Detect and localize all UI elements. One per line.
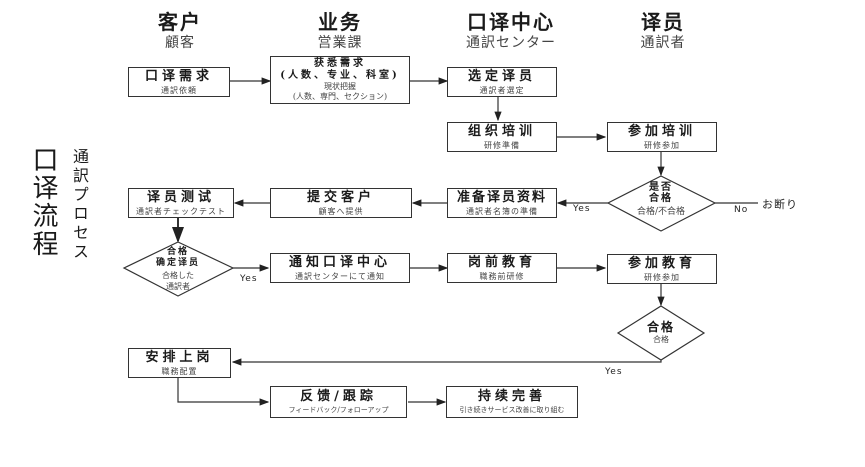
node-pass-zh: 合格 [646, 320, 675, 334]
node-prepare-profile-zh: 准备译员资料 [456, 189, 547, 205]
node-assign-zh: 安排上岗 [145, 349, 214, 365]
node-organize-training: 组织培训 研修準備 [447, 122, 557, 152]
node-request-ja: 通訳依頼 [161, 85, 197, 95]
node-notify-center-ja: 通訳センターにて通知 [295, 271, 385, 281]
node-pre-job-edu-zh: 岗前教育 [467, 254, 536, 270]
node-request: 口译需求 通訳依頼 [128, 67, 230, 97]
node-pass: 合格 合格 [626, 320, 696, 345]
node-submit-client-zh: 提交客户 [306, 189, 375, 205]
node-assess-zh-sub: (人数、专业、科室) [280, 70, 400, 81]
column-sales-zh: 业务 [318, 10, 362, 34]
node-qualify-check: 是否 合格 合格/不合格 [616, 182, 706, 218]
node-pre-job-edu: 岗前教育 職務前研修 [447, 253, 557, 283]
edge-label-yes-prepare: Yes [573, 204, 591, 214]
arrow-assign-to-feedback [177, 376, 270, 406]
process-title-zh: 口译流程 [28, 146, 58, 258]
node-confirm: 合格 确定译员 合格した 通訳者 [138, 247, 218, 292]
edge-label-no: No [734, 205, 749, 215]
node-select: 选定译员 通訳者選定 [447, 67, 557, 97]
node-notify-center: 通知口译中心 通訳センターにて通知 [270, 253, 410, 283]
column-sales-ja: 営業課 [317, 35, 363, 51]
node-feedback-zh: 反馈/跟踪 [300, 388, 377, 404]
column-client: 客户 顧客 [110, 10, 250, 52]
node-pre-job-edu-ja: 職務前研修 [479, 271, 525, 281]
node-organize-training-zh: 组织培训 [467, 123, 536, 139]
column-interpreter-zh: 译员 [641, 10, 685, 34]
column-center: 口译中心 通訳センター [441, 10, 581, 52]
node-attend-training-ja: 研修参加 [644, 140, 680, 150]
node-request-zh: 口译需求 [144, 68, 213, 84]
node-interpreter-test: 译员测试 通訳者チェックテスト [128, 188, 234, 218]
node-select-ja: 通訳者選定 [479, 85, 525, 95]
column-interpreter-ja: 通訳者 [640, 35, 686, 51]
node-pass-ja: 合格 [653, 335, 669, 344]
edge-label-reject: お断り [762, 198, 798, 211]
node-select-zh: 选定译员 [467, 68, 536, 84]
node-improve-zh: 持续完善 [477, 388, 546, 404]
process-title-ja: 通訳プロセス [70, 148, 89, 262]
column-interpreter: 译员 通訳者 [593, 10, 733, 52]
node-confirm-zh2: 确定译员 [155, 258, 200, 268]
column-center-zh: 口译中心 [467, 10, 555, 34]
node-assess: 获悉需求 (人数、专业、科室) 現状把握 (人数、専門、セクション) [270, 56, 410, 104]
node-confirm-zh1: 合格 [166, 247, 189, 257]
edge-label-yes-confirm: Yes [240, 274, 258, 284]
node-submit-client: 提交客户 顧客へ提供 [270, 188, 412, 218]
node-prepare-profile: 准备译员资料 通訳者名簿の準備 [447, 188, 557, 218]
node-assess-ja-sub: (人数、専門、セクション) [292, 92, 388, 101]
node-feedback: 反馈/跟踪 フィードバック/フォローアップ [270, 386, 407, 418]
node-confirm-ja1: 合格した [162, 271, 194, 280]
node-interpreter-test-ja: 通訳者チェックテスト [136, 206, 226, 216]
node-prepare-profile-ja: 通訳者名簿の準備 [466, 206, 538, 216]
node-feedback-ja: フィードバック/フォローアップ [288, 405, 389, 414]
column-center-ja: 通訳センター [466, 35, 556, 51]
edge-label-yes-pass: Yes [605, 367, 623, 377]
column-client-zh: 客户 [158, 10, 202, 34]
node-confirm-ja2: 通訳者 [166, 282, 190, 291]
node-improve: 持续完善 引き続きサービス改善に取り組む [446, 386, 578, 418]
node-assign: 安排上岗 職務配置 [128, 348, 231, 378]
node-interpreter-test-zh: 译员测试 [146, 189, 215, 205]
node-qualify-check-ja: 合格/不合格 [636, 207, 686, 217]
node-notify-center-zh: 通知口译中心 [288, 254, 391, 270]
node-attend-edu-ja: 研修参加 [644, 272, 680, 282]
node-qualify-check-zh1: 是否 [649, 182, 673, 193]
node-attend-edu-zh: 参加教育 [627, 255, 696, 271]
node-qualify-check-zh2: 合格 [649, 193, 673, 204]
node-attend-training: 参加培训 研修参加 [607, 122, 717, 152]
node-assess-ja: 現状把握 [324, 82, 356, 91]
node-attend-training-zh: 参加培训 [627, 123, 696, 139]
column-client-ja: 顧客 [165, 35, 195, 51]
decision-pass [616, 305, 706, 361]
column-sales: 业务 営業課 [270, 10, 410, 52]
node-improve-ja: 引き続きサービス改善に取り組む [459, 405, 565, 414]
node-attend-edu: 参加教育 研修参加 [607, 254, 717, 284]
decision-confirm [122, 241, 235, 297]
decision-qualify-check [606, 175, 717, 232]
node-organize-training-ja: 研修準備 [484, 140, 520, 150]
node-assign-ja: 職務配置 [161, 366, 198, 376]
node-assess-zh: 获悉需求 [314, 58, 366, 69]
node-submit-client-ja: 顧客へ提供 [318, 206, 364, 216]
arrow-pass-to-assign [231, 358, 662, 366]
